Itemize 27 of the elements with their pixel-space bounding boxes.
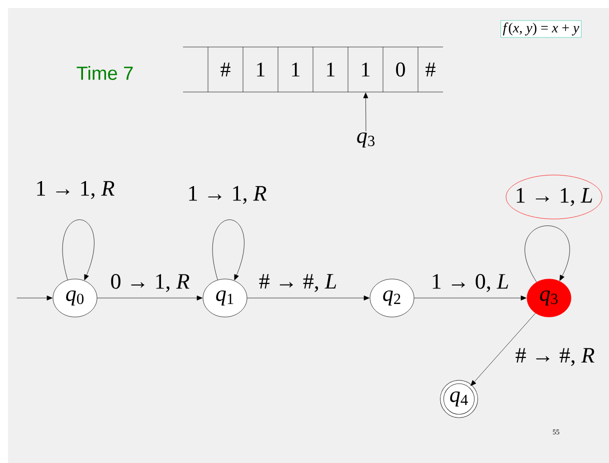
loop-arrow: [524, 226, 570, 282]
arrow: [414, 296, 526, 300]
edge-label: 0 → 1, R: [111, 274, 190, 292]
arrow: [363, 92, 368, 132]
time-label: Time 7: [76, 66, 133, 80]
edge-label: # → #, L: [259, 274, 336, 292]
loop-arrow: [212, 220, 244, 280]
edge-label: 1 → 1, R: [37, 181, 114, 199]
tape-cell: 1: [242, 46, 278, 92]
arrow: [470, 313, 536, 386]
edge-label: 1 → 0, L: [432, 274, 508, 292]
tape-cell: #: [418, 46, 444, 92]
head-state-label: q$_{3}$: [357, 132, 374, 148]
edge-label: # → #, R: [516, 348, 594, 366]
tape-cell: 1: [312, 46, 348, 92]
formula-box: f(x, y) = x + y: [500, 20, 582, 38]
tape-cell: 1: [278, 46, 314, 92]
loop-arrow: [62, 220, 94, 280]
tape-cell: 1: [348, 46, 384, 92]
tape-cell: #: [208, 46, 244, 92]
arrow: [97, 296, 202, 300]
arrow: [16, 296, 52, 300]
edge-label: 1 → 1, R: [189, 186, 266, 204]
tape-cell: 0: [382, 46, 418, 92]
tape-cell: [182, 46, 208, 92]
edge-label: 1 → 1, L: [516, 188, 592, 206]
arrow: [247, 296, 370, 300]
